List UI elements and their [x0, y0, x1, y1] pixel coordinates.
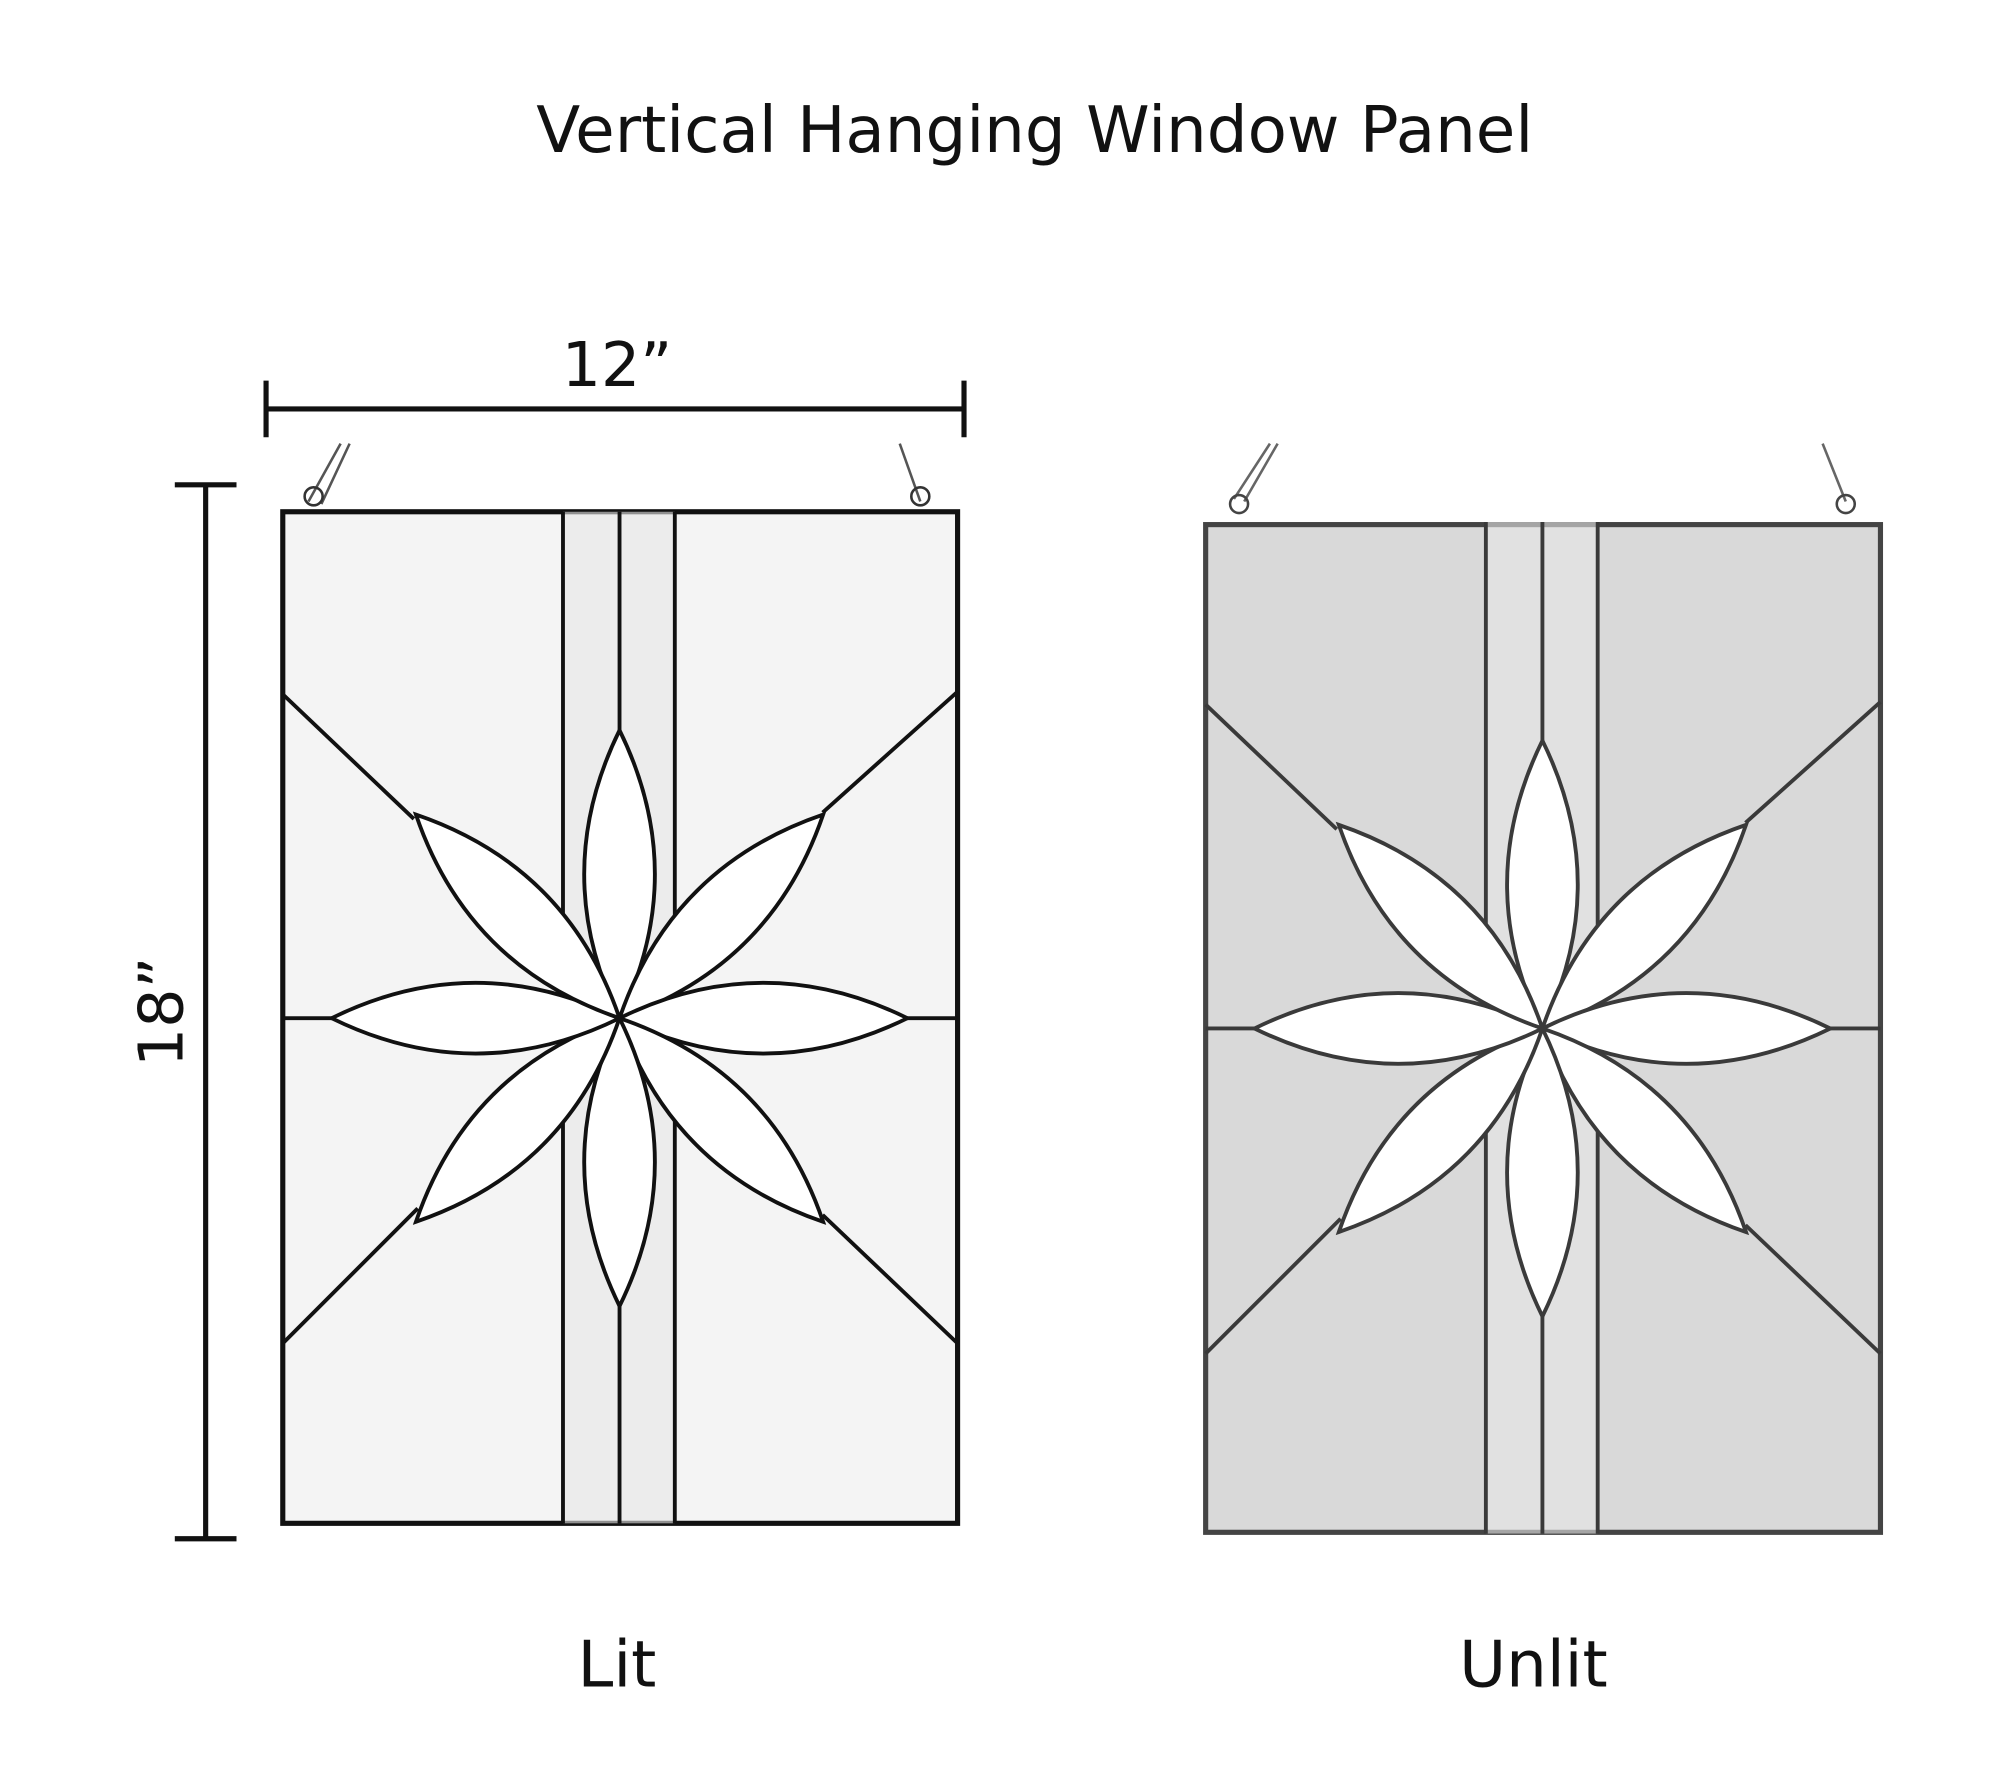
height-dimension: 18” — [126, 482, 237, 1542]
hanging-chain-right — [1821, 443, 1847, 502]
hanging-chain-left — [1232, 442, 1279, 503]
hanging-chain-right — [898, 443, 922, 502]
width-dimension: 12” — [263, 329, 967, 438]
width-label: 12” — [562, 329, 672, 401]
page-title: Vertical Hanging Window Panel — [536, 93, 1533, 168]
unlit-panel: Unlit — [1203, 442, 1884, 1703]
lit-panel: Lit — [280, 443, 961, 1703]
unlit-label: Unlit — [1459, 1628, 1608, 1703]
hanging-chain-left — [307, 443, 351, 505]
height-label: 18” — [126, 957, 198, 1067]
lit-label: Lit — [578, 1628, 657, 1703]
